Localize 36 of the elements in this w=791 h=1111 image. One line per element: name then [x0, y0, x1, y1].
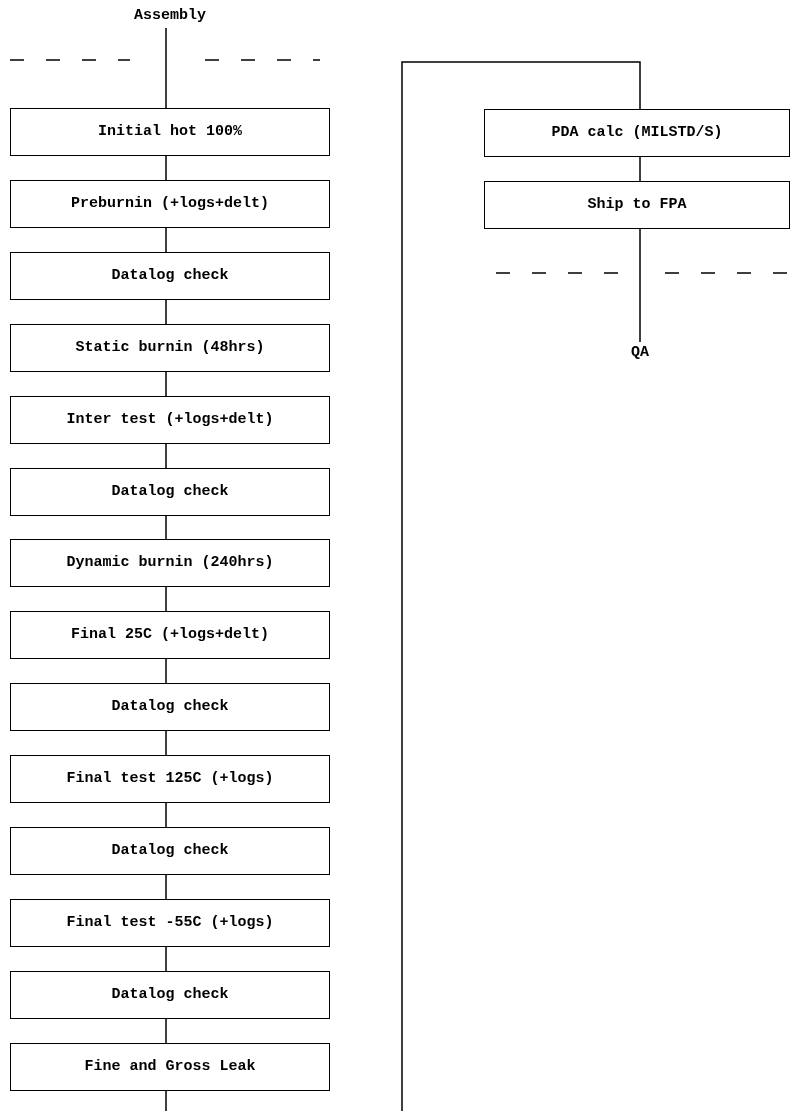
- process-box: Final test -55C (+logs): [10, 899, 330, 947]
- process-box: Datalog check: [10, 683, 330, 731]
- terminal-label: QA: [620, 342, 660, 364]
- process-box: Ship to FPA: [484, 181, 790, 229]
- connector-line: [165, 730, 167, 756]
- connector-line: [165, 1090, 167, 1111]
- connector-line: [165, 515, 167, 540]
- process-box: Initial hot 100%: [10, 108, 330, 156]
- process-box: Datalog check: [10, 827, 330, 875]
- terminal-label: Assembly: [120, 4, 220, 28]
- process-box: Dynamic burnin (240hrs): [10, 539, 330, 587]
- process-box: Fine and Gross Leak: [10, 1043, 330, 1091]
- process-box: Final test 125C (+logs): [10, 755, 330, 803]
- process-box: Preburnin (+logs+delt): [10, 180, 330, 228]
- process-box: Datalog check: [10, 252, 330, 300]
- connector-line: [165, 874, 167, 900]
- process-box: Datalog check: [10, 468, 330, 516]
- connector-line: [165, 27, 167, 109]
- connector-line: [165, 443, 167, 469]
- connector-line: [401, 61, 641, 1111]
- connector-line: [165, 586, 167, 612]
- process-box: Datalog check: [10, 971, 330, 1019]
- process-box: Final 25C (+logs+delt): [10, 611, 330, 659]
- connector-line: [165, 227, 167, 253]
- connector-line: [639, 228, 641, 343]
- connector-line: [639, 156, 641, 182]
- connector-line: [165, 155, 167, 181]
- connector-line: [165, 299, 167, 325]
- connector-line: [165, 1018, 167, 1044]
- connector-line: [165, 371, 167, 397]
- connector-line: [165, 658, 167, 684]
- process-box: Static burnin (48hrs): [10, 324, 330, 372]
- process-box: Inter test (+logs+delt): [10, 396, 330, 444]
- connector-line: [165, 946, 167, 972]
- process-box: PDA calc (MILSTD/S): [484, 109, 790, 157]
- connector-line: [165, 802, 167, 828]
